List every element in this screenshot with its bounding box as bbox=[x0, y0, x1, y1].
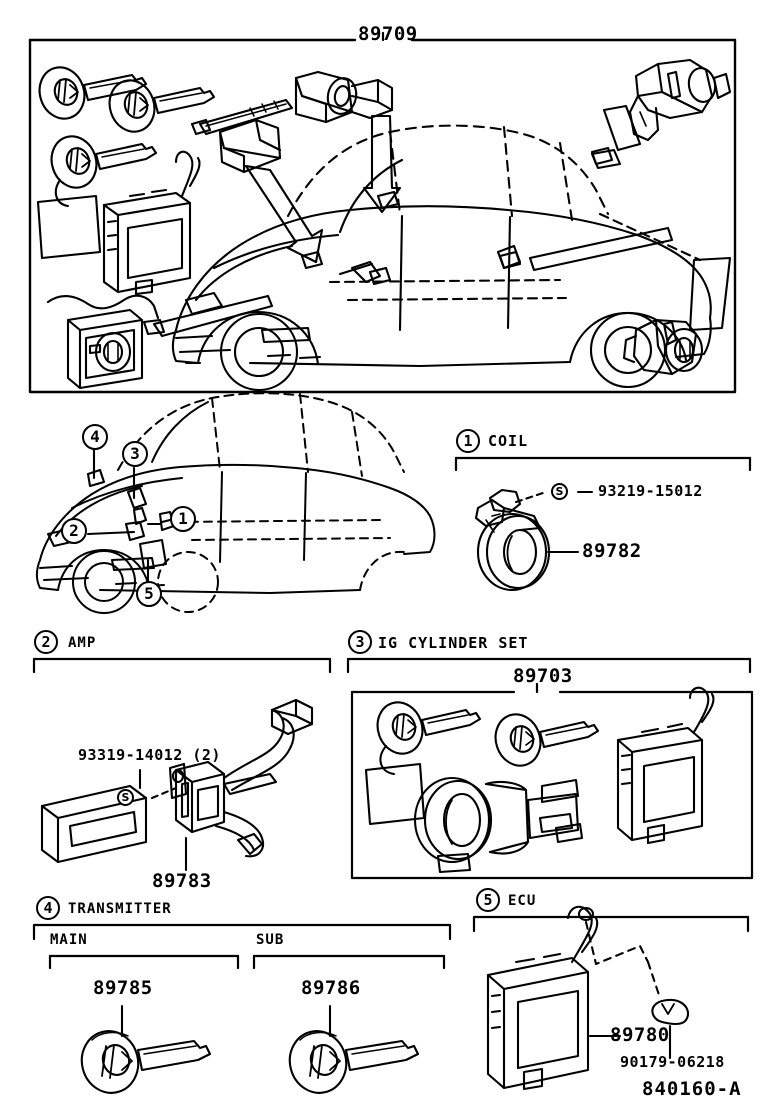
part-number-89703: 89703 bbox=[513, 665, 573, 687]
callout-circle-4[interactable]: 4 bbox=[82, 424, 108, 450]
figure-code: 840160-A bbox=[642, 1078, 742, 1100]
amp-illustration-main bbox=[46, 294, 166, 390]
part-number-93219-15012: 93219-15012 bbox=[598, 482, 703, 500]
section3-inner-frame bbox=[350, 682, 754, 880]
section-number-2[interactable]: 2 bbox=[34, 630, 58, 654]
callout-circle-3[interactable]: 3 bbox=[122, 441, 148, 467]
installation-arrows bbox=[152, 104, 674, 338]
part-number-90179-06218: 90179-06218 bbox=[620, 1053, 725, 1071]
subgroup-label-sub: SUB bbox=[256, 932, 285, 948]
section5-bracket bbox=[472, 915, 750, 933]
part-number-89783: 89783 bbox=[152, 870, 212, 892]
screw-marker-icon-amp: S bbox=[117, 789, 134, 806]
coil-illustration bbox=[474, 488, 551, 592]
amp-illustration bbox=[40, 698, 314, 864]
part-number-89785: 89785 bbox=[93, 977, 153, 999]
mount-tabs-main bbox=[300, 146, 614, 286]
main-panel-frame bbox=[28, 31, 737, 394]
part-number-89780: 89780 bbox=[610, 1024, 670, 1046]
ecu-illustration-main bbox=[102, 150, 201, 296]
section-number-1[interactable]: 1 bbox=[456, 429, 480, 453]
callout-circle-2[interactable]: 2 bbox=[61, 518, 87, 544]
ignition-cylinder-main bbox=[190, 70, 394, 174]
callout-circle-5[interactable]: 5 bbox=[136, 581, 162, 607]
page-title: 89709 bbox=[358, 23, 418, 45]
section4-bracket bbox=[32, 923, 452, 941]
screw-marker-icon-coil: S bbox=[551, 483, 568, 500]
section2-bracket bbox=[32, 657, 332, 674]
trunk-lock-cylinder-main bbox=[622, 256, 732, 376]
subgroup-label-main: MAIN bbox=[50, 932, 88, 948]
section-number-4[interactable]: 4 bbox=[36, 896, 60, 920]
section-number-3[interactable]: 3 bbox=[348, 630, 372, 654]
part-number-93319-14012: 93319-14012 (2) bbox=[78, 746, 221, 764]
ig-cylinder-set-illustration bbox=[364, 686, 715, 874]
section-title-ig-cylinder-set: IG CYLINDER SET bbox=[378, 634, 529, 652]
section-title-amp: AMP bbox=[68, 635, 97, 651]
section4-sub-bracket bbox=[252, 954, 446, 970]
door-lock-cylinder-main bbox=[628, 58, 732, 142]
section1-bracket bbox=[454, 456, 752, 472]
transmitter-key-main bbox=[80, 1030, 212, 1094]
coil-leader-lines bbox=[514, 490, 594, 554]
main-car-illustration bbox=[171, 124, 712, 392]
section4-main-bracket bbox=[48, 954, 240, 970]
part-number-89782: 89782 bbox=[582, 540, 642, 562]
section-title-coil: COIL bbox=[488, 432, 529, 450]
section-number-5[interactable]: 5 bbox=[476, 888, 500, 912]
section-title-transmitter: TRANSMITTER bbox=[68, 901, 172, 917]
part-number-89786: 89786 bbox=[301, 977, 361, 999]
transmitter-leader-lines bbox=[120, 1004, 332, 1038]
callout-circle-1[interactable]: 1 bbox=[170, 506, 196, 532]
key-illustrations-main bbox=[36, 66, 216, 260]
section-title-ecu: ECU bbox=[508, 893, 537, 909]
amp-leader-lines bbox=[138, 768, 188, 872]
transmitter-key-sub bbox=[288, 1030, 420, 1094]
